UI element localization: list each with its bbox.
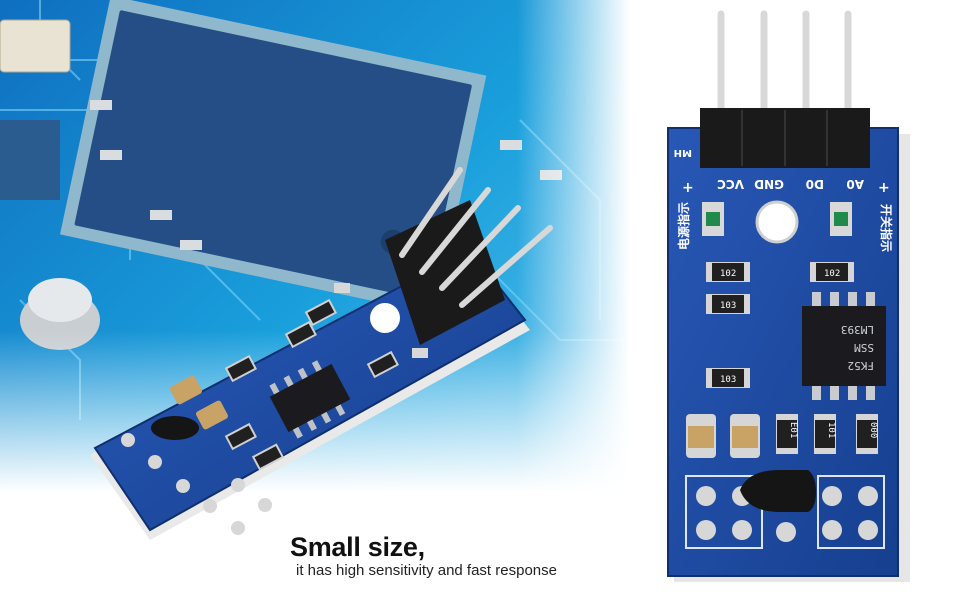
resistor-102-right: 102 [810,262,854,282]
caption: Small size, it has high sensitivity and … [290,532,620,580]
lm393-chip: FK52 SSM LM393 [802,292,886,400]
pad-box-right [817,475,885,549]
pin-label-gnd: GND [754,177,784,191]
switch-indicator-label: 开关指示 [879,204,894,252]
transistor-angled [151,416,199,440]
sensor-module-angled [90,167,553,540]
resistors-angled [224,298,399,471]
header-pins [717,10,852,126]
svg-text:101: 101 [826,422,836,438]
svg-text:103: 103 [720,301,736,311]
capacitor-mid [730,414,760,458]
mount-hole [755,200,799,244]
plus-sign-left: + [682,180,694,196]
plus-sign-right: + [878,180,890,196]
pin-label-vcc: VCC [717,177,744,191]
caption-headline: Small size, [290,532,425,562]
capacitor-left [686,414,716,458]
resistor-000: 000 [856,414,878,454]
right-photo-topdown-module: MH A0 D0 GND VCC + + 电源指示 开关指示 102 1 [667,10,910,582]
svg-text:102: 102 [720,269,736,279]
resistor-102-left: 102 [706,262,750,282]
header-dividers [741,110,828,166]
power-led-angled [334,283,350,293]
capacitors-angled [170,375,228,430]
switch-led [830,202,852,236]
chip-text-fk52: FK52 [848,359,875,372]
transistor [740,470,816,512]
chip-text-lm393: LM393 [841,323,874,336]
svg-text:102: 102 [824,269,840,279]
mount-hole-angled [370,303,400,333]
svg-text:E01: E01 [788,422,798,438]
pad-box-left [685,475,763,549]
switch-led-angled [412,348,428,358]
pin-header-angled [385,167,553,345]
chip-text-ssm: SSM [854,341,874,354]
solder-pads [696,486,878,542]
power-indicator-label: 电源指示 [676,202,691,250]
pin-label-d0: D0 [806,177,824,191]
resistor-103-left-bottom: 103 [706,368,750,388]
solder-pads-angled [121,433,272,535]
svg-text:103: 103 [720,375,736,385]
caption-subline: it has high sensitivity and fast respons… [296,562,557,579]
lm393-chip-angled [269,360,351,439]
header-mark: MH [674,147,692,158]
resistor-103-left-top: 103 [706,294,750,314]
resistor-101: 101 [814,414,836,454]
resistor-e01: E01 [776,414,798,454]
left-photo-angled-module [0,0,630,600]
pin-labels: A0 D0 GND VCC [717,177,864,191]
svg-text:000: 000 [868,422,878,438]
power-led [702,202,724,236]
pin-label-a0: A0 [846,177,864,191]
